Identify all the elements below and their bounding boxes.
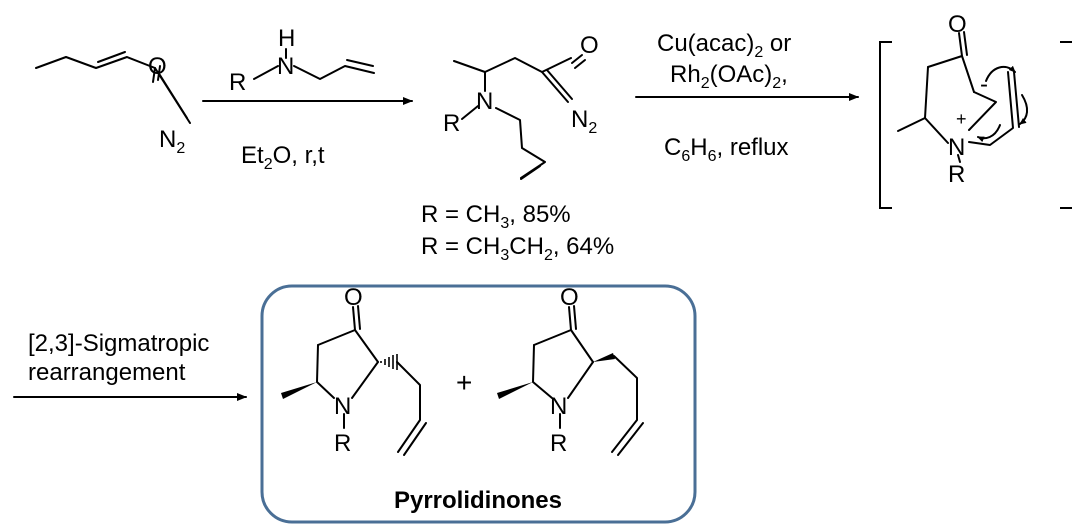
ylide-n-label: N — [948, 134, 965, 161]
sm-n2-symbol: N — [159, 126, 176, 153]
step2-catalyst-line1: Cu(acac)2 or — [657, 30, 791, 61]
yield-methyl: R = CH3, 85% — [421, 201, 571, 232]
ylide-plus-label: + — [956, 109, 967, 129]
product-1: O N R — [281, 284, 427, 457]
yield-ethyl: R = CH3CH2, 64% — [421, 233, 614, 264]
sm-n2-subscript: 2 — [176, 140, 185, 157]
step1-condition-sub: 2 — [264, 156, 273, 173]
yield-methyl-sub: 3 — [500, 215, 509, 232]
step2-condition: C6H6, reflux — [664, 134, 789, 165]
sm-oxygen-label: O — [148, 53, 167, 80]
step2-cat1-a: Cu(acac) — [657, 30, 754, 57]
product-2: O N R — [497, 284, 644, 457]
step1-condition: Et2O, r,t — [241, 142, 325, 173]
p1-oxygen-label: O — [344, 284, 363, 311]
yield-methyl-a: R = CH — [421, 201, 500, 228]
step2-cat2-sub2: 2 — [772, 75, 781, 92]
sm-n2-label: N2 — [159, 126, 185, 157]
int-n-label: N — [476, 88, 493, 115]
ammonium-ylide: O N + - R — [879, 11, 1072, 209]
step1-condition-a: Et — [241, 142, 264, 169]
step2-catalyst-line2: Rh2(OAc)2, — [670, 61, 788, 92]
step2-cat1-sub: 2 — [754, 44, 763, 61]
int-n2-label: N2 — [571, 106, 597, 137]
amine-r-label: R — [229, 69, 246, 96]
intermediate: O N R N2 R = CH3, 85% R = CH3CH2, 64% — [421, 32, 614, 264]
ylide-minus-label: - — [980, 71, 988, 98]
step2-cat2-sub1: 2 — [701, 75, 710, 92]
step3: [2,3]-Sigmatropic rearrangement — [13, 330, 247, 401]
step2-cond-a: C — [664, 134, 681, 161]
step3-label-line1: [2,3]-Sigmatropic — [28, 330, 209, 357]
ylide-r-label: R — [948, 161, 965, 188]
amine-h-label: H — [278, 25, 295, 52]
p1-n-label: N — [334, 393, 351, 420]
p2-wedge-2 — [593, 353, 615, 362]
bracket-left — [879, 41, 892, 209]
p2-oxygen-label: O — [560, 284, 579, 311]
p1-hash-bond — [380, 354, 398, 370]
yield-ethyl-b: CH — [509, 233, 544, 260]
amine-n-label: N — [277, 53, 294, 80]
starting-material: O N2 — [35, 51, 191, 157]
yield-ethyl-a: R = CH — [421, 233, 500, 260]
step2: Cu(acac)2 or Rh2(OAc)2, C6H6, reflux — [635, 30, 859, 165]
int-n2-symbol: N — [571, 106, 588, 133]
products-box — [260, 284, 697, 524]
step2-cat2-a: Rh — [670, 61, 701, 88]
step2-cat2-b: (OAc) — [710, 61, 773, 88]
yield-ethyl-sub2: 2 — [544, 247, 553, 264]
products: O N R + O N R Pyrrolidinones — [260, 284, 697, 524]
curved-arrow-3 — [977, 124, 1001, 143]
yield-methyl-b: , 85% — [509, 201, 570, 228]
step2-cond-b: H — [690, 134, 707, 161]
yield-ethyl-c: , 64% — [553, 233, 614, 260]
step2-cat1-b: or — [763, 30, 791, 57]
products-box-title: Pyrrolidinones — [394, 487, 562, 514]
products-plus-sign: + — [456, 367, 472, 398]
yield-ethyl-sub1: 3 — [500, 247, 509, 264]
step2-cond-c: , reflux — [717, 134, 789, 161]
int-n2-subscript: 2 — [588, 120, 597, 137]
step1-condition-b: O, r,t — [273, 142, 325, 169]
curved-arrow-2 — [1019, 94, 1028, 125]
step2-cond-sub2: 6 — [708, 148, 717, 165]
p1-r-label: R — [334, 430, 351, 457]
ylide-oxygen-label: O — [948, 11, 967, 38]
step2-cat2-c: , — [781, 61, 788, 88]
p2-wedge-1 — [497, 382, 533, 399]
step3-label-line2: rearrangement — [28, 359, 186, 386]
p2-n-label: N — [550, 393, 567, 420]
step1: R N H Et2O, r,t — [202, 25, 413, 173]
step2-cond-sub1: 6 — [681, 148, 690, 165]
int-r-label: R — [443, 110, 460, 137]
p1-wedge — [281, 382, 317, 399]
bracket-right — [1060, 41, 1072, 209]
curved-arrow-1 — [985, 65, 1016, 82]
int-oxygen-label: O — [580, 32, 599, 59]
p2-r-label: R — [550, 430, 567, 457]
